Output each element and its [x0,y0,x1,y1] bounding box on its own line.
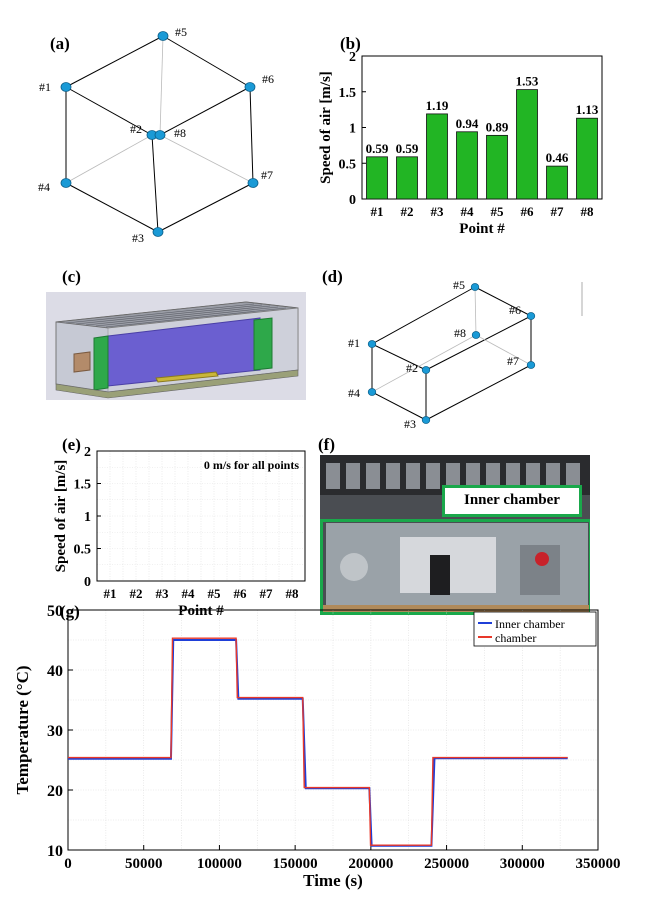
y-tick-label: 40 [47,663,63,680]
x-tick-label: #1 [371,204,384,219]
x-tick-label: #6 [234,586,248,601]
x-tick-label: 50000 [125,856,163,872]
x-tick-label: #5 [208,586,222,601]
x-axis-title: Time (s) [303,871,363,890]
legend-label: chamber [495,631,536,645]
y-axis-title: Speed of air [m/s] [318,71,334,184]
bar-#6 [516,89,538,200]
y-tick-label: 0.5 [339,157,357,172]
bar-#3 [426,113,448,200]
x-tick-label: 250000 [424,856,469,872]
bar-#5 [486,134,508,200]
bar-value-label: 0.46 [546,150,569,165]
panel-label-e: (e) [62,435,81,454]
x-tick-label: #4 [182,586,196,601]
x-tick-label: 150000 [273,856,318,872]
x-tick-label: #3 [156,586,170,601]
bar-value-label: 0.89 [486,119,509,134]
bar-#8 [576,117,598,200]
y-tick-label: 50 [47,603,63,620]
x-tick-label: #2 [130,586,143,601]
x-tick-label: #7 [551,204,565,219]
y-axis-title: Speed of air [m/s] [53,460,69,573]
x-axis-title: Point # [459,221,505,237]
chart-annotation: 0 m/s for all points [204,458,299,472]
bar-value-label: 0.59 [396,141,419,156]
x-tick-label: #7 [260,586,274,601]
x-tick-label: #8 [286,586,300,601]
x-tick-label: 200000 [348,856,393,872]
legend-label: Inner chamber [495,617,565,631]
bar-#7 [546,165,568,200]
chamber-model-drawing [55,301,299,399]
y-tick-label: 0.5 [74,543,92,558]
panel-label-d: (d) [322,267,343,286]
y-tick-label: 0 [349,193,356,208]
x-tick-label: 300000 [500,856,545,872]
y-tick-label: 1.5 [74,478,92,493]
y-tick-label: 1 [84,510,91,525]
x-tick-label: #8 [581,204,595,219]
x-tick-label: #6 [521,204,535,219]
y-tick-label: 20 [47,783,63,800]
x-tick-label: #3 [431,204,445,219]
inner-chamber-label: Inner chamber [464,492,560,508]
y-tick-label: 2 [349,50,356,65]
panel-label-g: (g) [60,602,80,621]
y-tick-label: 30 [47,723,63,740]
y-tick-label: 10 [47,843,63,860]
inner-chamber-label-box [442,485,582,517]
x-tick-label: #2 [401,204,414,219]
x-tick-label: #1 [104,586,117,601]
x-tick-label: 350000 [576,856,621,872]
series-line-chamber [68,637,568,846]
chamber-model-image [46,292,306,400]
panel-label-c: (c) [62,267,81,286]
bar-#4 [456,131,478,200]
series-line-inner-chamber [68,639,568,847]
y-tick-label: 2 [84,445,91,460]
x-tick-label: #4 [461,204,475,219]
bar-value-label: 1.53 [516,74,539,89]
y-tick-label: 0 [84,575,91,590]
y-tick-label: 1.5 [339,86,357,101]
bar-#2 [396,156,418,200]
y-tick-label: 1 [349,122,356,137]
bar-#1 [366,156,388,200]
bar-value-label: 0.59 [366,141,389,156]
panel-label-b: (b) [340,34,361,53]
x-tick-label: 100000 [197,856,242,872]
bar-value-label: 1.19 [426,98,449,113]
legend-box [473,611,597,647]
x-tick-label: #5 [491,204,505,219]
inner-chamber-outer-box [320,519,590,615]
bar-value-label: 0.94 [456,116,479,131]
bar-value-label: 1.13 [576,102,599,117]
x-axis-title: Point # [178,603,224,619]
panel-label-f: (f) [318,435,335,454]
x-tick-label: 0 [64,856,72,872]
panel-label-a: (a) [50,34,70,53]
y-axis-title: Temperature (°C) [13,665,32,794]
